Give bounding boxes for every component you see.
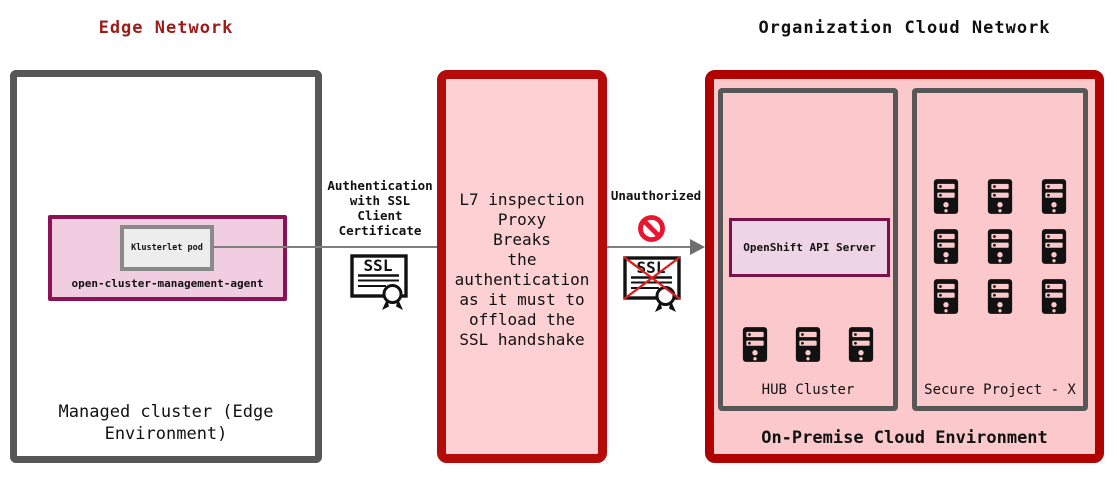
ssl-badge-text: SSL	[637, 258, 666, 277]
cross-line-icon	[623, 256, 681, 300]
on-premise-caption: On-Premise Cloud Environment	[761, 428, 1048, 448]
hub-cluster-label: HUB Cluster	[761, 382, 855, 398]
klusterlet-pod-label: Klusterlet pod	[131, 243, 203, 253]
server-icon	[933, 229, 959, 264]
server-icon	[742, 327, 768, 362]
server-icon	[933, 279, 959, 314]
openshift-api-server-label: OpenShift API Server	[743, 241, 876, 254]
managed-cluster-caption: Managed cluster (Edge Environment)	[58, 402, 274, 444]
arrowhead-icon	[690, 239, 705, 255]
unauthorized-label: Unauthorized	[610, 188, 702, 203]
server-icon	[848, 327, 874, 362]
secure-project-label: Secure Project - X	[924, 382, 1076, 398]
proxy-to-cloud-arrow-line	[607, 246, 693, 248]
server-icon	[795, 327, 821, 362]
edge-network-title: Edge Network	[98, 18, 234, 38]
cloud-network-title: Organization Cloud Network	[758, 18, 1051, 38]
prohibited-icon	[638, 215, 665, 242]
server-icon	[933, 179, 959, 214]
klusterlet-to-proxy-line	[213, 246, 437, 248]
klusterlet-pod-box: Klusterlet pod	[120, 225, 214, 271]
secure-project-server-group	[917, 178, 1083, 315]
hub-server-group	[723, 326, 893, 363]
secure-project-box: Secure Project - X	[912, 88, 1088, 411]
ssl-certificate-icon: SSL	[350, 254, 408, 310]
hub-cluster-box: OpenShift API Server HUB Cluster	[718, 88, 898, 411]
openshift-api-server-box: OpenShift API Server	[729, 218, 890, 277]
server-icon	[1041, 179, 1067, 214]
proxy-description: L7 inspection Proxy Breaks the authentic…	[454, 190, 590, 349]
server-icon	[987, 229, 1013, 264]
agent-label: open-cluster-management-agent	[71, 277, 264, 290]
open-cluster-management-agent-box: Klusterlet pod open-cluster-management-a…	[48, 215, 287, 301]
l7-inspection-proxy-box: L7 inspection Proxy Breaks the authentic…	[437, 70, 607, 463]
server-icon	[987, 279, 1013, 314]
edge-network-box: Klusterlet pod open-cluster-management-a…	[10, 70, 322, 463]
ssl-certificate-crossed-icon: SSL	[623, 256, 681, 312]
server-icon	[1041, 279, 1067, 314]
server-icon	[1041, 229, 1067, 264]
server-icon	[987, 179, 1013, 214]
ssl-badge-text: SSL	[364, 256, 393, 275]
authentication-label: Authentication with SSL Client Certifica…	[327, 178, 433, 238]
organization-cloud-box: OpenShift API Server HUB Cluster	[705, 70, 1104, 463]
